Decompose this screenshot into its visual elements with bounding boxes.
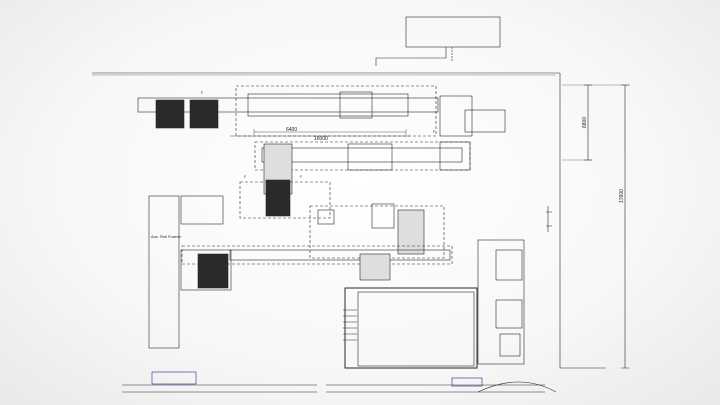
dimension-line-17600 — [621, 84, 629, 369]
dim-6400-label: 6400 — [286, 127, 297, 133]
main-hall-outer — [344, 287, 478, 369]
line1-conveyor — [137, 97, 439, 113]
bottom-marker-right — [451, 377, 483, 387]
right-cell-unit-c — [499, 333, 521, 357]
aux-storage — [148, 195, 180, 349]
line3-unit-a — [317, 209, 335, 225]
line3-unit-b — [371, 203, 395, 229]
line2-conveyor — [261, 147, 463, 163]
station-mark-4: F — [300, 175, 302, 179]
main-hall-steps — [343, 309, 357, 341]
annex-box — [405, 16, 501, 48]
right-cell-unit-a — [495, 249, 523, 281]
line2-lower-stack — [265, 179, 291, 217]
line1-infeed-stack-b — [189, 99, 219, 129]
dim-6800-label: 6800 — [582, 117, 588, 128]
bottom-strip-right — [326, 384, 545, 393]
line4-unit — [359, 253, 391, 281]
right-cell-frame — [477, 239, 525, 365]
station-mark-2: F — [244, 175, 246, 179]
line1-dim-6400 — [253, 129, 407, 135]
aux-storage-top — [180, 195, 224, 225]
line1-dashed-zone — [235, 85, 437, 137]
line4-frame — [181, 245, 453, 265]
line1-press — [339, 91, 373, 119]
bottom-marker-left — [151, 371, 197, 385]
dim-17600-label: 17600 — [619, 189, 625, 203]
dim-16000-label: 16000 — [314, 136, 328, 142]
bottom-arc — [477, 381, 557, 393]
line1-machine — [247, 93, 409, 117]
station-mark-3: F — [433, 130, 435, 134]
annex-connector — [375, 47, 447, 66]
line1-infeed-stack-a — [155, 99, 185, 129]
line2-unit-b — [439, 141, 471, 171]
wall-marker-right — [546, 206, 552, 232]
station-mark-1: F — [201, 91, 203, 95]
line4-conveyor — [229, 249, 451, 261]
right-cell-unit-b — [495, 299, 523, 329]
main-hall-inner — [357, 291, 475, 367]
line1-station-end — [439, 95, 473, 137]
line1-robot-area — [464, 109, 506, 133]
line2-unit-a — [347, 143, 393, 171]
line4-stack — [197, 253, 229, 289]
aux-storage-label: Aux. Roll Former — [151, 234, 182, 239]
bottom-strip-left — [122, 384, 317, 393]
aux-storage-mid — [180, 249, 232, 291]
dimension-extension — [562, 84, 630, 161]
line3-unit-c — [397, 209, 425, 255]
